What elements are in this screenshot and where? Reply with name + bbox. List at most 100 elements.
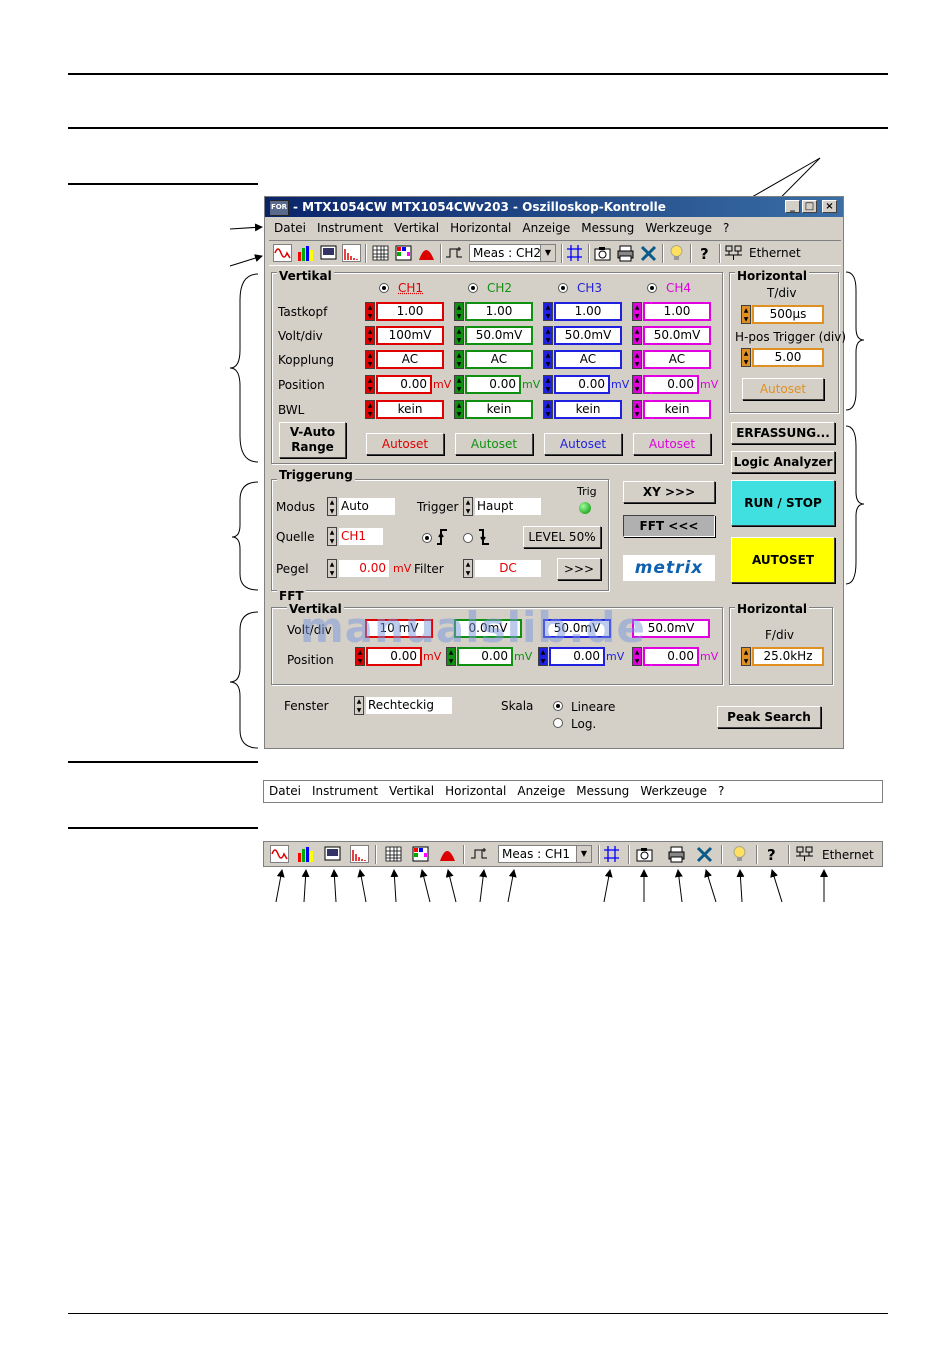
ch3-kopplung-field[interactable]: AC <box>554 350 622 369</box>
ch3-voltdiv-field[interactable]: 50.0mV <box>554 326 622 345</box>
pulse-icon[interactable] <box>470 845 489 863</box>
ch2-tastkopf-spin[interactable]: ▲▼ <box>454 302 464 321</box>
ch1-position-field[interactable]: 0.00 <box>376 375 432 394</box>
menu-datei[interactable]: Datei <box>269 784 302 798</box>
menu-vertikal[interactable]: Vertikal <box>394 221 440 235</box>
pegel-spin[interactable]: ▲▼ <box>327 559 337 578</box>
ch3-bwl-spin[interactable]: ▲▼ <box>543 400 553 419</box>
fdiv-spin[interactable]: ▲▼ <box>741 647 751 666</box>
xy-button[interactable]: XY >>> <box>623 481 715 503</box>
ch1-position-spin[interactable]: ▲▼ <box>365 375 375 394</box>
ch4-autoset-button[interactable]: Autoset <box>633 433 711 455</box>
horizontal-autoset-button[interactable]: Autoset <box>742 378 824 400</box>
ch4-voltdiv-spin[interactable]: ▲▼ <box>632 326 642 345</box>
network-icon[interactable] <box>724 244 743 262</box>
ch3-radio[interactable] <box>558 283 568 293</box>
ch1-autoset-button[interactable]: Autoset <box>366 433 444 455</box>
network-icon[interactable] <box>795 845 814 863</box>
ch1-tastkopf-spin[interactable]: ▲▼ <box>365 302 375 321</box>
ch3-tastkopf-spin[interactable]: ▲▼ <box>543 302 553 321</box>
ch4-bwl-spin[interactable]: ▲▼ <box>632 400 642 419</box>
skala-linear-radio[interactable] <box>553 701 563 711</box>
fenster-spin[interactable]: ▲▼ <box>354 696 364 715</box>
title-bar[interactable]: FOR - MTX1054CW MTX1054CWv203 - Oszillos… <box>265 197 843 217</box>
maximize-button[interactable]: □ <box>802 200 817 213</box>
hpos-spin[interactable]: ▲▼ <box>741 348 751 367</box>
pegel-field[interactable]: 0.00 <box>338 559 390 578</box>
modus-field[interactable]: Auto <box>338 497 396 516</box>
fft-ch2-voltdiv-field[interactable]: 0.0mV <box>454 619 522 638</box>
ch2-position-field[interactable]: 0.00 <box>465 375 521 394</box>
run-stop-button[interactable]: RUN / STOP <box>731 480 835 526</box>
fft-ch3-position-field[interactable]: 0.00 <box>549 647 605 666</box>
ch2-tastkopf-field[interactable]: 1.00 <box>465 302 533 321</box>
fft-ch4-position-spin[interactable]: ▲▼ <box>632 647 642 666</box>
ch3-label[interactable]: CH3 <box>577 281 603 295</box>
ch1-voltdiv-spin[interactable]: ▲▼ <box>365 326 375 345</box>
chevron-down-icon[interactable]: ▼ <box>576 846 591 862</box>
ch2-voltdiv-field[interactable]: 50.0mV <box>465 326 533 345</box>
grid-color-icon[interactable] <box>394 244 413 262</box>
color-bars-icon[interactable] <box>296 845 315 863</box>
fft-ch3-position-spin[interactable]: ▲▼ <box>538 647 548 666</box>
fft-ch1-voltdiv-field[interactable]: 10 mV <box>365 619 433 638</box>
level50-button[interactable]: LEVEL 50% <box>523 526 601 548</box>
printer-icon[interactable] <box>616 244 635 262</box>
tdiv-field[interactable]: 500µs <box>752 305 824 324</box>
menu-instrument[interactable]: Instrument <box>312 784 379 798</box>
ch1-tastkopf-field[interactable]: 1.00 <box>376 302 444 321</box>
ch3-tastkopf-field[interactable]: 1.00 <box>554 302 622 321</box>
help-icon[interactable]: ? <box>763 845 782 863</box>
camera-icon[interactable] <box>593 244 612 262</box>
ch1-kopplung-spin[interactable]: ▲▼ <box>365 350 375 369</box>
autoset-button[interactable]: AUTOSET <box>731 537 835 583</box>
menu-anzeige[interactable]: Anzeige <box>517 784 566 798</box>
ch3-voltdiv-spin[interactable]: ▲▼ <box>543 326 553 345</box>
filter-field[interactable]: DC <box>474 559 542 578</box>
fft-ch2-position-spin[interactable]: ▲▼ <box>446 647 456 666</box>
fft-button[interactable]: FFT <<< <box>623 515 715 537</box>
screen-icon[interactable] <box>323 845 342 863</box>
ch2-position-spin[interactable]: ▲▼ <box>454 375 464 394</box>
spectrum-icon[interactable] <box>342 244 361 262</box>
ch3-position-spin[interactable]: ▲▼ <box>543 375 553 394</box>
camera-icon[interactable] <box>635 845 654 863</box>
ch1-voltdiv-field[interactable]: 100mV <box>376 326 444 345</box>
menu-instrument[interactable]: Instrument <box>317 221 384 235</box>
ch2-autoset-button[interactable]: Autoset <box>455 433 533 455</box>
close-button[interactable]: × <box>822 200 837 213</box>
ch4-position-field[interactable]: 0.00 <box>643 375 699 394</box>
ch1-bwl-field[interactable]: kein <box>376 400 444 419</box>
fft-ch1-position-spin[interactable]: ▲▼ <box>355 647 365 666</box>
trigger-more-button[interactable]: >>> <box>557 558 601 580</box>
ch2-label[interactable]: CH2 <box>487 281 513 295</box>
envelope-icon[interactable] <box>417 244 436 262</box>
ch4-position-spin[interactable]: ▲▼ <box>632 375 642 394</box>
menu-anzeige[interactable]: Anzeige <box>522 221 571 235</box>
measure-combo[interactable]: Meas : CH2▼ <box>469 244 556 262</box>
trigger-field[interactable]: Haupt <box>474 497 542 516</box>
ch1-radio[interactable] <box>379 283 389 293</box>
ch2-voltdiv-spin[interactable]: ▲▼ <box>454 326 464 345</box>
menu-werkzeuge[interactable]: Werkzeuge <box>640 784 708 798</box>
modus-spin[interactable]: ▲▼ <box>327 497 337 516</box>
ch3-kopplung-spin[interactable]: ▲▼ <box>543 350 553 369</box>
menu-werkzeuge[interactable]: Werkzeuge <box>645 221 713 235</box>
grid-icon[interactable] <box>371 244 390 262</box>
spectrum-icon[interactable] <box>350 845 369 863</box>
tdiv-spin[interactable]: ▲▼ <box>741 305 751 324</box>
ch4-tastkopf-spin[interactable]: ▲▼ <box>632 302 642 321</box>
ch4-kopplung-field[interactable]: AC <box>643 350 711 369</box>
cursor-icon[interactable] <box>602 845 621 863</box>
grid-icon[interactable] <box>384 845 403 863</box>
menu-messung[interactable]: Messung <box>576 784 630 798</box>
skala-log-radio[interactable] <box>553 718 563 728</box>
filter-spin[interactable]: ▲▼ <box>463 559 473 578</box>
fft-ch3-voltdiv-field[interactable]: 50.0mV <box>543 619 611 638</box>
ch2-bwl-field[interactable]: kein <box>465 400 533 419</box>
bulb-icon[interactable] <box>667 244 686 262</box>
fft-ch4-position-field[interactable]: 0.00 <box>643 647 699 666</box>
trigger-spin[interactable]: ▲▼ <box>463 497 473 516</box>
ch3-bwl-field[interactable]: kein <box>554 400 622 419</box>
tools-icon[interactable] <box>695 845 714 863</box>
